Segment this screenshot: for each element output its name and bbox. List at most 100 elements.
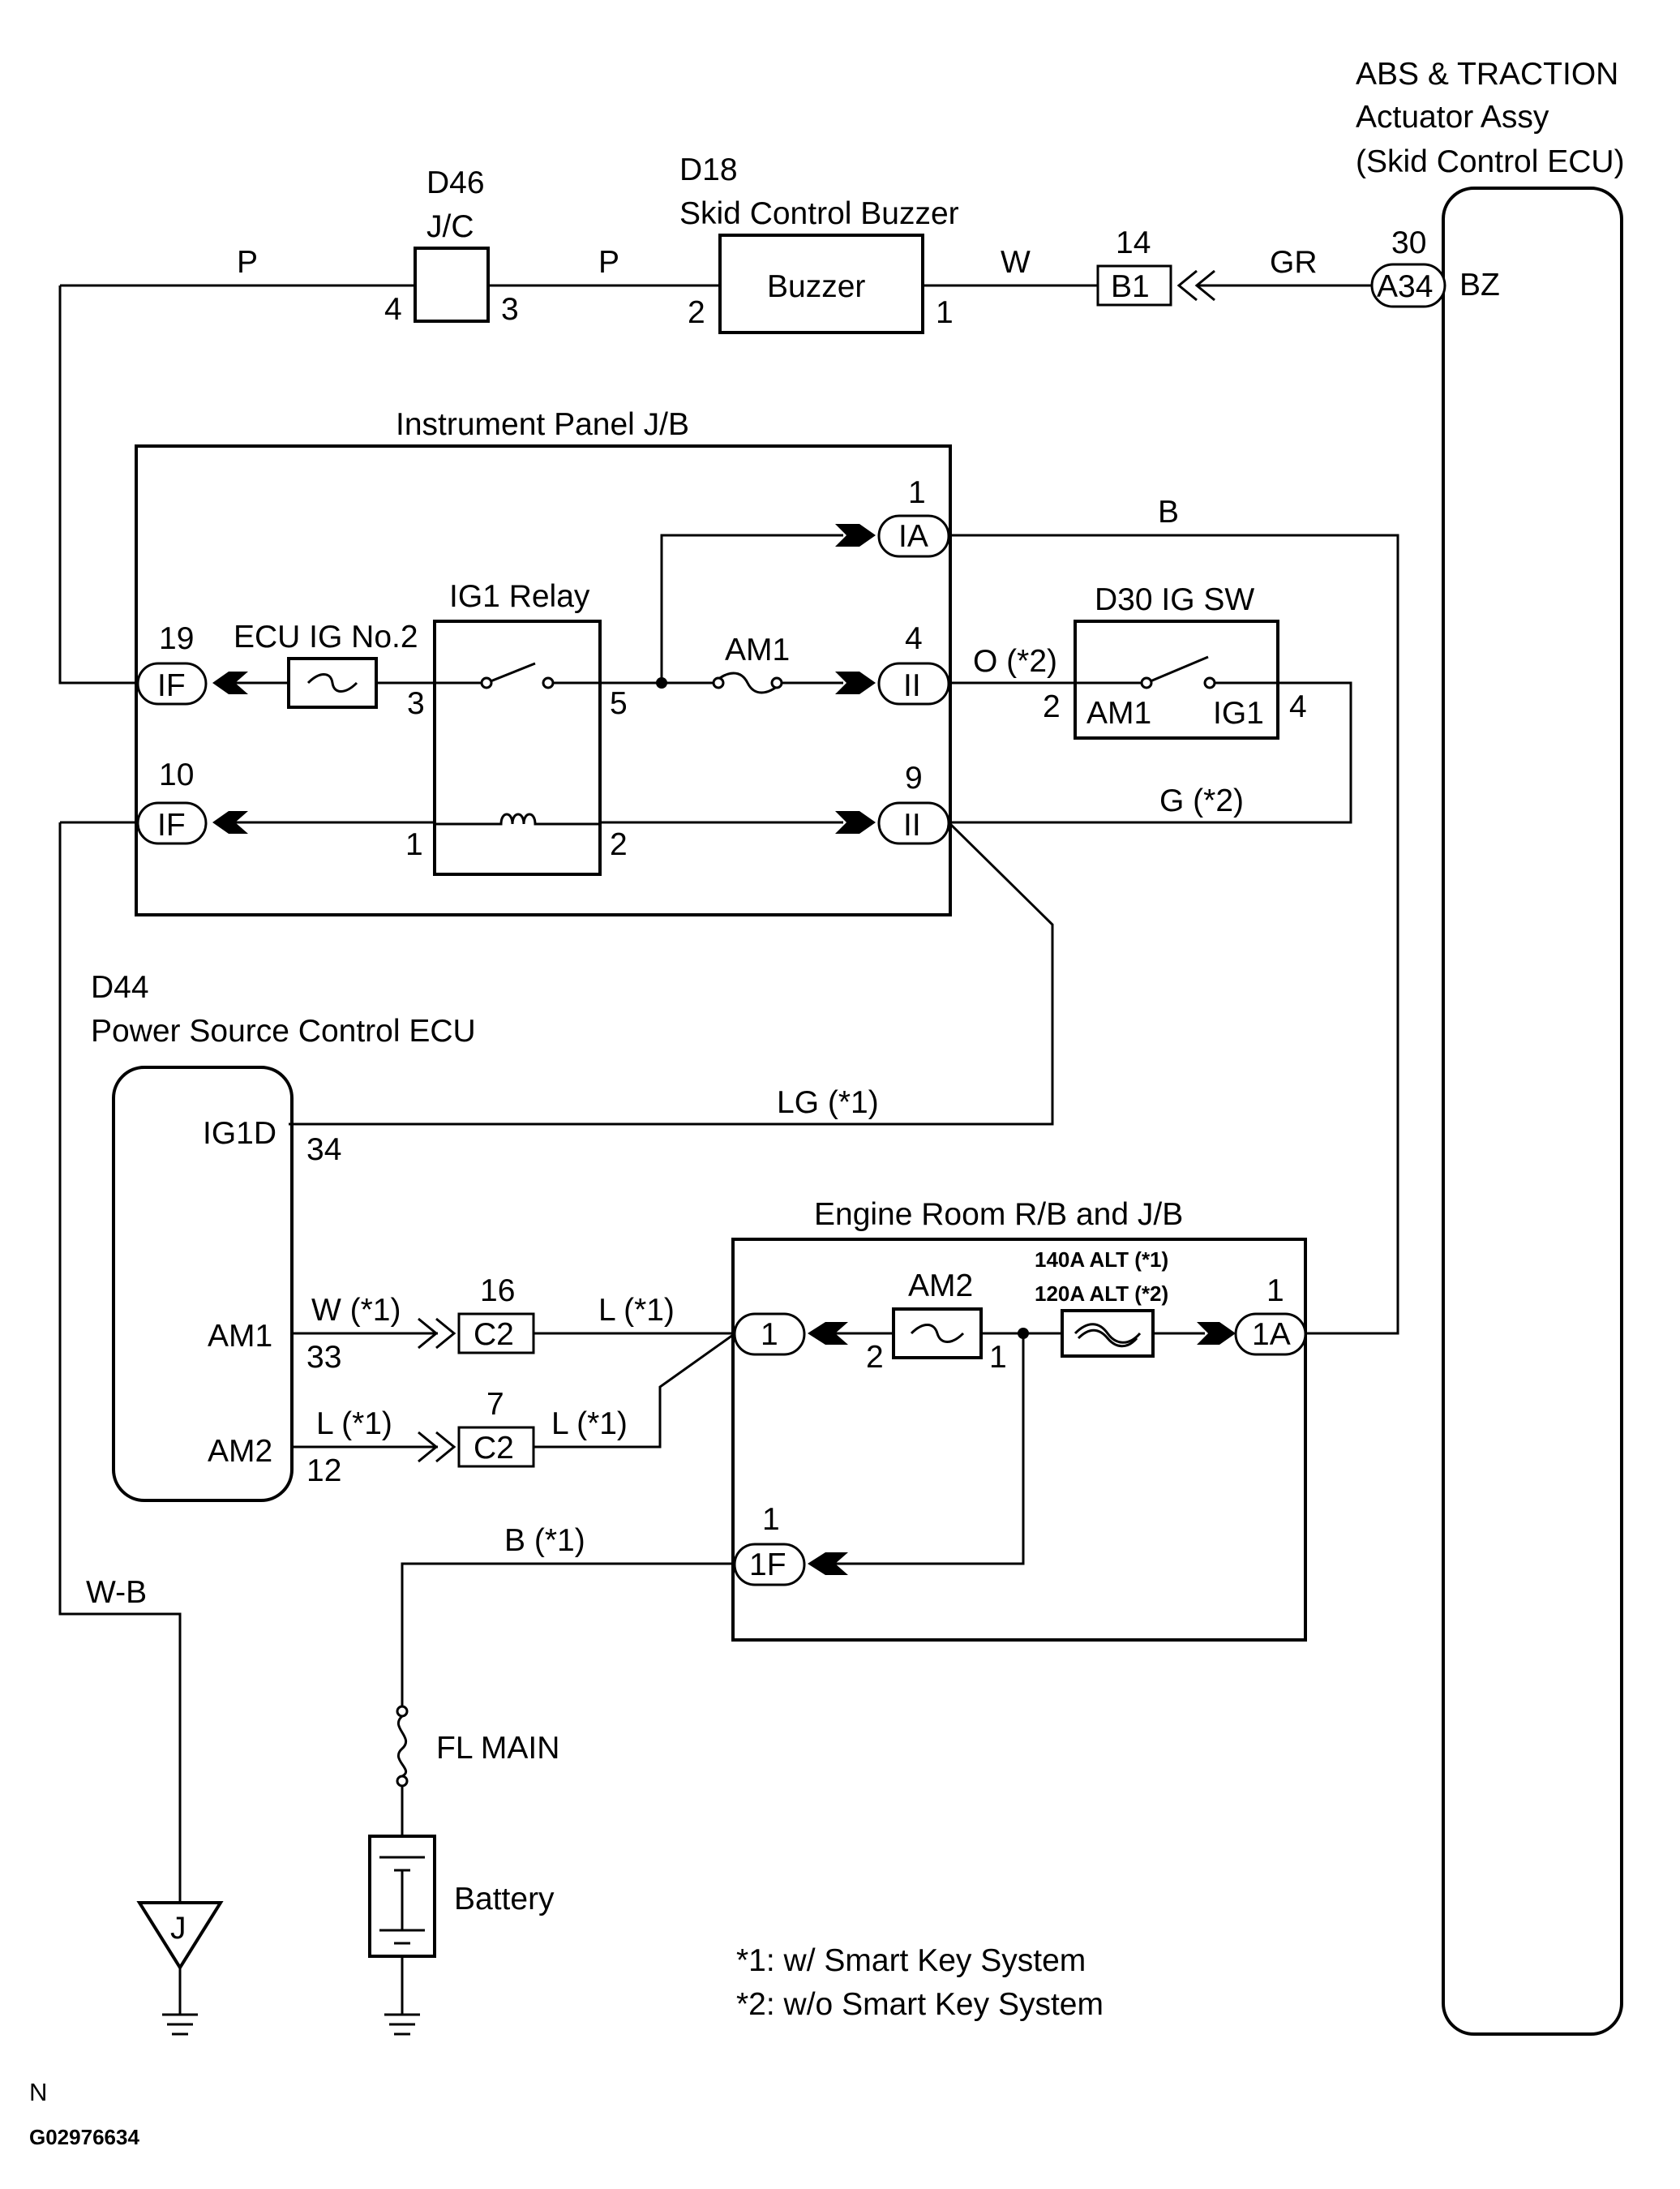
c2-16-pin: 16 — [480, 1273, 515, 1308]
relay-coil — [435, 813, 600, 826]
rb-conn-1 — [733, 1312, 806, 1356]
if-10-pin: 10 — [159, 758, 194, 792]
ig-sw-box — [1074, 620, 1279, 740]
c2-7-label: C2 — [474, 1431, 514, 1466]
rb-conn-1-label: 1 — [761, 1317, 778, 1352]
fuse-am1-label: AM1 — [725, 633, 790, 667]
power-ecu-pin-34: 34 — [306, 1132, 341, 1167]
wire-o2-label: O (*2) — [973, 644, 1057, 679]
rb-1a-connector — [1234, 1312, 1307, 1356]
a34-label: A34 — [1377, 269, 1433, 304]
ig-sw-contact — [1203, 676, 1216, 689]
wire-lg1 — [289, 821, 1054, 1126]
rb-1a-label: 1A — [1252, 1317, 1291, 1352]
relay-pin-3: 3 — [407, 686, 425, 721]
c2-16-label: C2 — [474, 1317, 514, 1352]
c2-7-plug-arrow — [418, 1431, 456, 1463]
wire-junction-ia — [660, 534, 843, 683]
if-10-arrow — [212, 811, 248, 834]
jc-code: D46 — [426, 165, 485, 200]
power-ecu-code: D44 — [91, 970, 149, 1005]
wire-p-right-label: P — [598, 245, 619, 280]
wire-gr-label: GR — [1270, 245, 1318, 280]
abs-ecu-title-3: (Skid Control ECU) — [1356, 144, 1625, 179]
fl-main-element — [396, 1715, 408, 1778]
fuse-am1-end-left — [712, 676, 725, 689]
wire-b1-label: B (*1) — [504, 1523, 585, 1558]
b1-box — [1096, 264, 1172, 307]
buzzer-code: D18 — [679, 152, 738, 187]
engine-rb-title: Engine Room R/B and J/B — [814, 1197, 1183, 1232]
rb-1a-pin: 1 — [1266, 1273, 1284, 1308]
rb-1f-pin: 1 — [762, 1502, 780, 1537]
alt-fuse-element — [1074, 1323, 1142, 1344]
b1-label: B1 — [1111, 269, 1150, 304]
ig-sw-switch — [1075, 655, 1278, 685]
b1-pin: 14 — [1116, 225, 1151, 260]
wire-g2 — [949, 681, 1352, 824]
jc-pin-left: 4 — [384, 292, 402, 327]
ig-sw-title: D30 IG SW — [1095, 582, 1254, 617]
instrument-jb-title: Instrument Panel J/B — [396, 407, 689, 442]
instrument-panel-jb: Instrument Panel J/B 19 IF ECU IG No.2 3… — [135, 407, 952, 916]
power-source-ecu: D44 Power Source Control ECU IG1D 34 AM1… — [91, 970, 736, 1502]
wire-l1-left-label: L (*1) — [316, 1406, 392, 1441]
power-ecu-pin-33: 33 — [306, 1340, 341, 1375]
wire-l1-right-label: L (*1) — [551, 1406, 628, 1441]
ground-j-label: J — [170, 1911, 186, 1946]
rb-1a-arrow — [1197, 1322, 1236, 1345]
fuse-am1-end-right — [770, 676, 783, 689]
abs-ecu: ABS & TRACTION Actuator Assy (Skid Contr… — [1356, 57, 1625, 2036]
wire-b-label: B — [1158, 495, 1179, 530]
if-19-arrow — [212, 672, 248, 694]
jc-box — [414, 247, 490, 323]
fl-main-end-top — [396, 1705, 409, 1718]
wire-b1 — [401, 1562, 735, 1706]
battery-label: Battery — [454, 1882, 555, 1916]
rb-1f-arrow — [808, 1552, 848, 1575]
wire-w1-label: W (*1) — [311, 1293, 401, 1328]
abs-ecu-body — [1442, 187, 1623, 2036]
wire-p-left-label: P — [237, 245, 258, 280]
buzzer-pin-left: 2 — [688, 295, 705, 330]
ii-9-pin: 9 — [905, 761, 923, 796]
power-ecu-pin-12: 12 — [306, 1453, 341, 1488]
if-19-connector — [136, 662, 208, 706]
note-no-smart-key: *2: w/o Smart Key System — [736, 1987, 1104, 2022]
wire-l1-right — [534, 1333, 734, 1449]
fl-main-label: FL MAIN — [436, 1731, 559, 1766]
buzzer-box — [718, 234, 924, 334]
alt-fuse-element-2 — [1077, 1328, 1138, 1348]
note-smart-key: *1: w/ Smart Key System — [736, 1943, 1086, 1978]
alt-label-2: 120A ALT (*2) — [1035, 1281, 1168, 1306]
abs-ecu-pin: 30 — [1391, 225, 1426, 260]
relay-pin-2: 2 — [610, 827, 628, 862]
wire-l1-top-label: L (*1) — [598, 1293, 675, 1328]
top-wire-row: P D46 J/C 4 3 P D18 Skid Control Buzzer … — [58, 152, 1372, 685]
fuse-am1-element — [713, 672, 843, 694]
fuse-ecu-ig-label: ECU IG No.2 — [234, 620, 418, 655]
figure-id: G02976634 — [29, 2125, 139, 2149]
ig-sw-pivot — [1140, 676, 1153, 689]
if-19-pin: 19 — [159, 621, 194, 656]
fuse-am2-label: AM2 — [908, 1268, 973, 1303]
wire-wb-label: W-B — [86, 1575, 147, 1610]
jc-name: J/C — [426, 209, 474, 244]
ia-pin: 1 — [908, 475, 926, 510]
wire-p-left-down — [58, 285, 138, 685]
wire-g2-label: G (*2) — [1159, 783, 1244, 818]
ig-sw-left-label: AM1 — [1086, 696, 1151, 731]
ii-4-label: II — [903, 668, 921, 703]
rb-conn-1-arrow — [808, 1322, 848, 1345]
ground-j-circuit: W-B J — [58, 821, 224, 2036]
wire-b — [949, 534, 1399, 1335]
instrument-jb-box — [135, 444, 952, 916]
relay-pin-1: 1 — [405, 827, 423, 862]
power-ecu-pin-label-ig1d: IG1D — [203, 1116, 276, 1151]
ground-j-triangle — [136, 1901, 224, 1971]
rb-1f-label: 1F — [749, 1547, 786, 1582]
ig-sw-pin-right: 4 — [1289, 689, 1307, 724]
wire-wb — [58, 822, 182, 1903]
wire-w-label: W — [1001, 245, 1031, 280]
